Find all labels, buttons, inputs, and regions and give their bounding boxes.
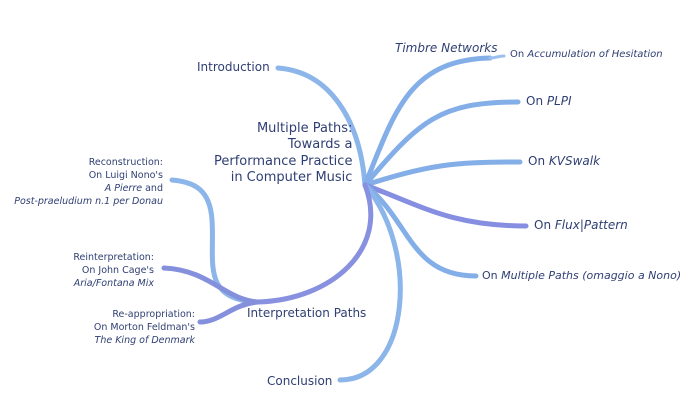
reappropriation-line-1: Re-appropriation: bbox=[112, 309, 195, 320]
reconstruction-title-1: A Pierre bbox=[104, 183, 143, 194]
node-accumulation-prefix: On bbox=[510, 49, 528, 60]
node-multiple-paths-prefix: On bbox=[482, 269, 502, 282]
node-kvswalk: On KVSwalk bbox=[528, 154, 600, 169]
central-topic-line-3: Performance Practice bbox=[214, 153, 353, 169]
reconstruction-line-2: On Luigi Nono's bbox=[88, 170, 163, 181]
reinterpretation-line-2: On John Cage's bbox=[81, 265, 154, 276]
reinterpretation-line-1: Reinterpretation: bbox=[73, 252, 154, 263]
reconstruction-line-3-suffix: and bbox=[142, 183, 163, 194]
node-introduction: Introduction bbox=[197, 60, 270, 74]
reappropriation-line-2: On Morton Feldman's bbox=[93, 322, 195, 333]
reconstruction-title-2: Post-praeludium n.1 per Donau bbox=[14, 196, 163, 207]
node-kvswalk-prefix: On bbox=[528, 154, 549, 168]
node-plpi-prefix: On bbox=[526, 94, 547, 108]
edge-reappropriation bbox=[197, 299, 261, 325]
node-timbre-networks: Timbre Networks bbox=[395, 41, 498, 55]
node-plpi: On PLPI bbox=[526, 94, 572, 109]
node-accumulation: On Accumulation of Hesitation bbox=[510, 49, 663, 62]
edge-conclusion bbox=[337, 182, 403, 383]
node-conclusion: Conclusion bbox=[267, 374, 333, 388]
central-topic: Multiple Paths: Towards a Performance Pr… bbox=[214, 121, 352, 186]
edge-multiple-paths bbox=[362, 182, 479, 279]
node-plpi-title: PLPI bbox=[546, 94, 572, 108]
edge-reinterpretation bbox=[161, 265, 261, 305]
reconstruction-line-3: A Pierre and bbox=[14, 182, 163, 195]
node-multiple-paths-title: Multiple Paths (omaggio a Nono) bbox=[501, 269, 682, 282]
central-topic-line-2: Towards a bbox=[287, 137, 353, 153]
node-accumulation-title: Accumulation of Hesitation bbox=[527, 49, 663, 60]
node-interpretation-paths: Interpretation Paths bbox=[247, 306, 367, 320]
edge-flux bbox=[362, 182, 529, 229]
node-reappropriation: Re-appropriation: On Morton Feldman's Th… bbox=[94, 308, 195, 347]
reappropriation-title: The King of Denmark bbox=[94, 335, 195, 346]
edge-interpretation-paths bbox=[255, 182, 374, 305]
edge-timbre-networks bbox=[362, 55, 493, 188]
node-multiple-paths: On Multiple Paths (omaggio a Nono) bbox=[482, 269, 681, 283]
node-flux: On Flux|Pattern bbox=[534, 218, 628, 233]
node-kvswalk-title: KVSwalk bbox=[548, 154, 601, 168]
central-topic-line-4: in Computer Music bbox=[230, 169, 353, 185]
edge-kvswalk bbox=[362, 159, 523, 188]
central-topic-line-1: Multiple Paths: bbox=[256, 121, 353, 136]
node-reinterpretation: Reinterpretation: On John Cage's Aria/Fo… bbox=[73, 251, 154, 290]
node-reconstruction: Reconstruction: On Luigi Nono's A Pierre… bbox=[14, 156, 163, 208]
node-flux-prefix: On bbox=[534, 218, 555, 232]
reconstruction-line-1: Reconstruction: bbox=[88, 157, 163, 168]
edge-accumulation bbox=[488, 54, 506, 60]
reinterpretation-title: Aria/Fontana Mix bbox=[73, 278, 154, 289]
node-flux-title: Flux|Pattern bbox=[554, 218, 628, 232]
edge-introduction bbox=[275, 65, 368, 188]
edge-plpi bbox=[362, 99, 521, 188]
